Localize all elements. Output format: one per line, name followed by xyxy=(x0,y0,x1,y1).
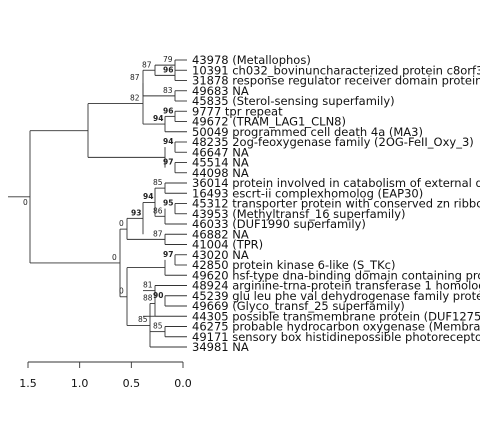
bootstrap-value: 85 xyxy=(153,322,163,331)
leaf-label: 50049 programmed cell death 4a (MA3) xyxy=(192,125,423,139)
leaf-label: 46275 probable hydrocarbon oxygenase (Me… xyxy=(192,320,480,334)
leaf-label: 46882 NA xyxy=(192,227,249,241)
bootstrap-value: 0 xyxy=(119,219,124,228)
leaf-label: 9777 tpr repeat xyxy=(192,104,283,118)
bootstrap-value: 94 xyxy=(143,192,153,201)
axis-tick-label: 0.0 xyxy=(174,377,192,390)
bootstrap-value: 96 xyxy=(163,106,173,115)
leaf-label: 49669 (Glyco_transf_25 superfamily) xyxy=(192,299,405,313)
axis-tick-label: 1.0 xyxy=(71,377,89,390)
leaf-label: 16493 escrt-ii complexhomolog (EAP30) xyxy=(192,186,423,200)
bootstrap-value: 81 xyxy=(143,281,153,290)
bootstrap-value: 95 xyxy=(163,199,173,208)
leaf-label: 41004 (TPR) xyxy=(192,238,263,252)
bootstrap-value: 97 xyxy=(163,250,173,259)
leaf-label: 36014 protein involved in catabolism of … xyxy=(192,176,480,190)
leaf-labels: 43978 (Metallophos)10391 ch032_bovinunch… xyxy=(192,53,480,354)
bootstrap-value: 94 xyxy=(153,114,163,123)
bootstrap-value: 0 xyxy=(119,287,124,296)
leaf-label: 45239 glu leu phe val dehydrogenase fami… xyxy=(192,289,480,303)
bootstrap-value: 86 xyxy=(153,206,163,215)
leaf-label: 49171 sensory box histidinepossible phot… xyxy=(192,330,480,344)
leaf-label: 49683 NA xyxy=(192,84,249,98)
bootstrap-value: 79 xyxy=(163,55,173,64)
bootstrap-value: 87 xyxy=(130,73,140,82)
leaf-label: 45514 NA xyxy=(192,156,249,170)
bootstrap-value: 96 xyxy=(163,65,173,74)
bootstrap-value: 94 xyxy=(163,137,173,146)
leaf-label: 46647 NA xyxy=(192,145,249,159)
leaf-label: 46033 (DUF1990 superfamily) xyxy=(192,217,366,231)
leaf-label: 45312 transporter protein with conserved… xyxy=(192,197,480,211)
leaf-label: 34981 NA xyxy=(192,340,249,354)
bootstrap-value: 82 xyxy=(130,94,140,103)
bootstrap-value: 88 xyxy=(143,293,153,302)
bootstrap-value: 90 xyxy=(153,291,163,300)
tree-branches xyxy=(8,59,187,348)
bootstrap-value: 83 xyxy=(163,86,173,95)
leaf-label: 31878 response regulator receiver domain… xyxy=(192,74,480,88)
bootstrap-value: 97 xyxy=(163,158,173,167)
axis-tick-label: 1.5 xyxy=(19,377,37,390)
bootstrap-value: 0 xyxy=(112,253,117,262)
bootstrap-value: 87 xyxy=(142,60,152,69)
root-label: 0 xyxy=(23,198,28,207)
bootstrap-value: 85 xyxy=(153,178,163,187)
leaf-label: 44098 NA xyxy=(192,166,249,180)
leaf-label: 49672 (TRAM_LAG1_CLN8) xyxy=(192,115,346,129)
distance-axis: 1.5 1.0 0.5 0.0 xyxy=(19,361,192,390)
bootstrap-value: 87 xyxy=(153,229,163,238)
leaf-label: 48924 arginine-trna-protein transferase … xyxy=(192,279,480,293)
axis-tick-label: 0.5 xyxy=(123,377,141,390)
leaf-label: 43978 (Metallophos) xyxy=(192,53,311,67)
bootstrap-value: 93 xyxy=(131,208,141,217)
leaf-label: 44305 possible transmembrane protein (DU… xyxy=(192,309,480,323)
leaf-label: 43953 (Methyltransf_16 superfamily) xyxy=(192,207,406,221)
bootstrap-value: 85 xyxy=(138,315,148,324)
bootstrap-labels: 7996878387969482949785958694938709781908… xyxy=(112,55,173,331)
leaf-label: 49620 hsf-type dna-binding domain contai… xyxy=(192,268,480,282)
leaf-label: 45835 (Sterol-sensing superfamily) xyxy=(192,94,395,108)
leaf-label: 42850 protein kinase 6-like (S_TKc) xyxy=(192,258,395,272)
leaf-label: 43020 NA xyxy=(192,248,249,262)
leaf-label: 48235 2og-feoxygenase family (2OG-FeII_O… xyxy=(192,135,474,149)
leaf-label: 10391 ch032_bovinuncharacterized protein… xyxy=(192,63,480,77)
